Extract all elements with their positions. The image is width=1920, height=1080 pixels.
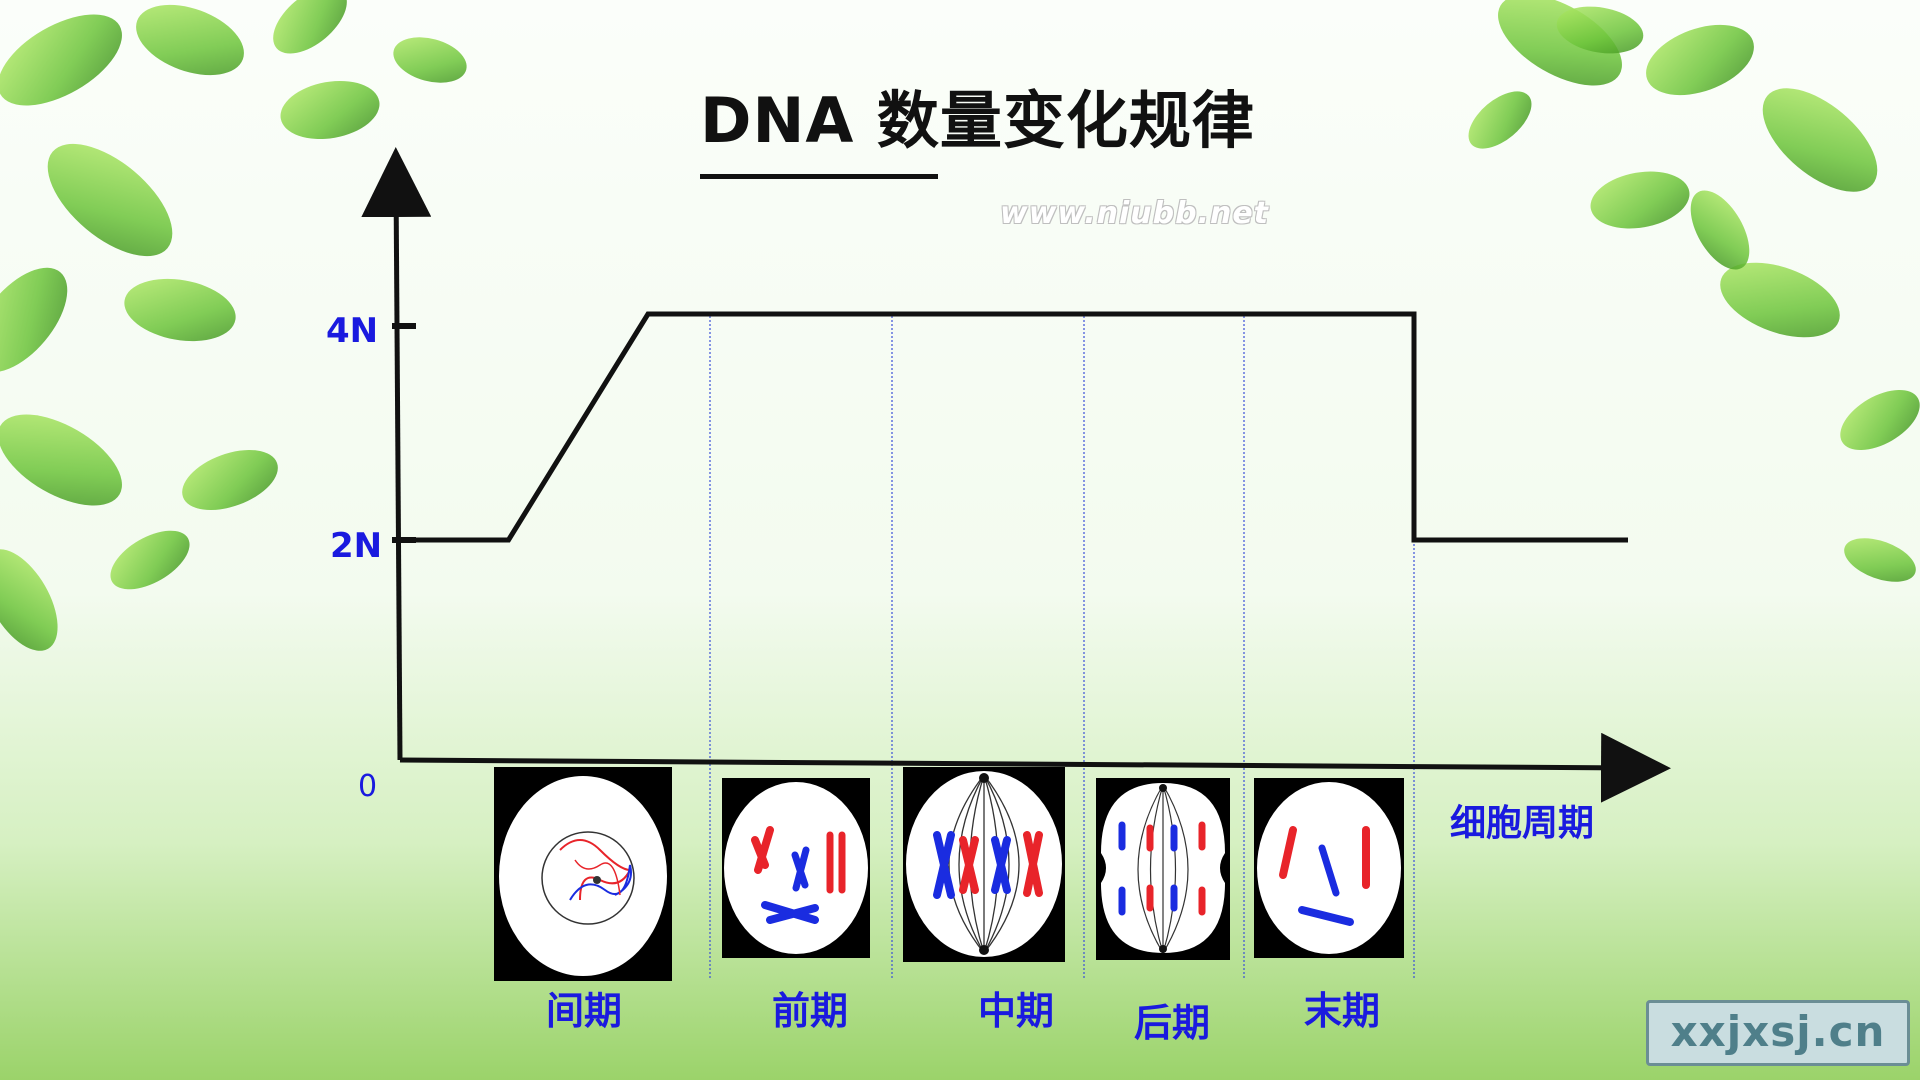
leaf-icon	[393, 37, 467, 83]
leaf-icon	[1762, 88, 1878, 192]
cell-anaphase	[1096, 778, 1230, 960]
title-underline	[700, 174, 938, 179]
phase-dividers	[709, 312, 1415, 980]
phase-label-anaphase: 后期	[1134, 1001, 1210, 1045]
phase-label-prophase: 前期	[772, 989, 848, 1033]
y-tick-label-2n: 2N	[330, 526, 382, 566]
x-axis-label: 细胞周期	[1450, 803, 1594, 844]
cell-metaphase	[903, 767, 1065, 962]
phase-label-metaphase: 中期	[978, 989, 1054, 1033]
y-tick-label-0: 0	[358, 769, 377, 804]
corner-watermark: xxjxsj.cn	[1646, 1000, 1910, 1066]
leaf-icon	[0, 14, 122, 106]
leaf-icon	[110, 530, 190, 590]
cell-diagrams	[494, 767, 1404, 981]
leaf-icon	[1498, 0, 1622, 86]
y-tick-label-4n: 4N	[326, 311, 378, 351]
leaf-icon	[0, 267, 68, 373]
page-title: DNA 数量变化规律	[700, 84, 1255, 157]
leaf-icon	[1840, 389, 1920, 451]
leaf-icon	[1646, 24, 1754, 96]
leaf-icon	[1844, 538, 1916, 582]
phase-label-interphase: 间期	[546, 989, 622, 1033]
cell-interphase	[494, 767, 672, 981]
leaf-icon	[1690, 190, 1750, 270]
dna-line	[400, 311, 1628, 543]
watermark: www.niubb.net	[1000, 196, 1270, 231]
y-axis	[361, 147, 432, 761]
leaf-icon	[280, 80, 380, 140]
x-axis	[399, 732, 1671, 803]
leaf-icon	[1556, 6, 1644, 54]
leaf-icon	[124, 278, 236, 342]
cell-telophase	[1254, 778, 1404, 958]
phase-label-telophase: 末期	[1304, 989, 1380, 1033]
leaf-icon	[182, 449, 278, 511]
leaf-icon	[1720, 262, 1840, 338]
cell-prophase	[722, 778, 870, 958]
leaf-icon	[273, 0, 347, 54]
leaf-icon	[1590, 171, 1690, 229]
leaf-icon	[1468, 91, 1532, 149]
leaf-icon	[136, 4, 244, 76]
leaf-icon	[47, 143, 173, 257]
leaf-icon	[0, 414, 122, 506]
leaf-icon	[0, 549, 58, 651]
